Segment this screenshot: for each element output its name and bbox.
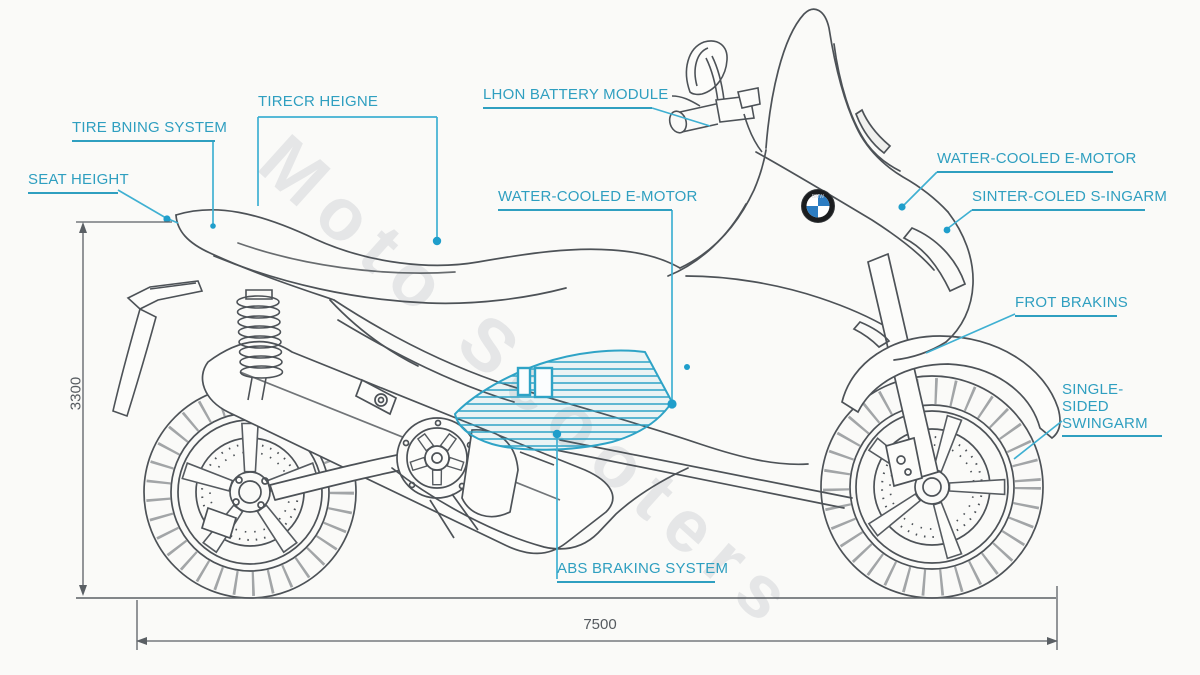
- rear-suspension-coil: [236, 289, 284, 401]
- leader-e-motor-right: [903, 171, 938, 206]
- mirror-and-handlebar: [668, 40, 763, 153]
- bmw-roundel: BMW: [801, 189, 835, 223]
- dimension-overall-height: 3300: [67, 376, 85, 411]
- electric-motor-hub: [354, 378, 519, 539]
- dimension-lines: [76, 221, 1058, 650]
- motor-spokes: [409, 432, 465, 486]
- label-abs-braking-system: ABS BRAKING SYSTEM: [557, 560, 728, 583]
- rear-wheel: [143, 385, 357, 599]
- label-seat-height: SEAT HEIGHT: [28, 171, 129, 194]
- front-wheel-spokes: [867, 414, 1006, 560]
- label-single-sided-line1: SINGLE-SIDED: [1062, 381, 1124, 415]
- label-water-cooled-e-motor-center: WATER-COOLED E-MOTOR: [498, 188, 697, 211]
- leader-lhon-battery: [651, 107, 711, 127]
- leader-tirecr-bracket: [257, 116, 438, 239]
- leader-sinter: [946, 209, 973, 230]
- battery-panel: [453, 349, 674, 451]
- label-tire-bning-system: TIRE BNING SYSTEM: [72, 119, 227, 142]
- annotation-leaders: [117, 107, 1063, 579]
- label-tirecr-heigne: TIRECR HEIGNE: [258, 93, 379, 110]
- leader-swingarm: [1013, 420, 1063, 460]
- leader-frot-brakins: [925, 313, 1016, 354]
- front-fender: [841, 335, 1061, 440]
- label-frot-brakins: FROT BRAKINS: [1015, 294, 1128, 317]
- rear-mudflap: [112, 307, 157, 418]
- frame-linework: [175, 149, 935, 550]
- annotation-dots: [163, 203, 951, 439]
- front-fairing: [765, 8, 974, 361]
- label-single-sided-swingarm: SINGLE-SIDED SWINGARM: [1062, 381, 1162, 438]
- label-lhon-battery-module: LHON BATTERY MODULE: [483, 86, 668, 109]
- label-sinter-coled-s-ingarm: SINTER-COLED S-INGARM: [972, 188, 1167, 211]
- label-water-cooled-e-motor-right: WATER-COOLED E-MOTOR: [937, 150, 1136, 173]
- rear-rack: [126, 280, 204, 310]
- bmw-logo-text: BMW: [812, 194, 825, 200]
- label-single-sided-line2: SWINGARM: [1062, 414, 1148, 432]
- dimension-overall-length: 7500: [583, 616, 617, 633]
